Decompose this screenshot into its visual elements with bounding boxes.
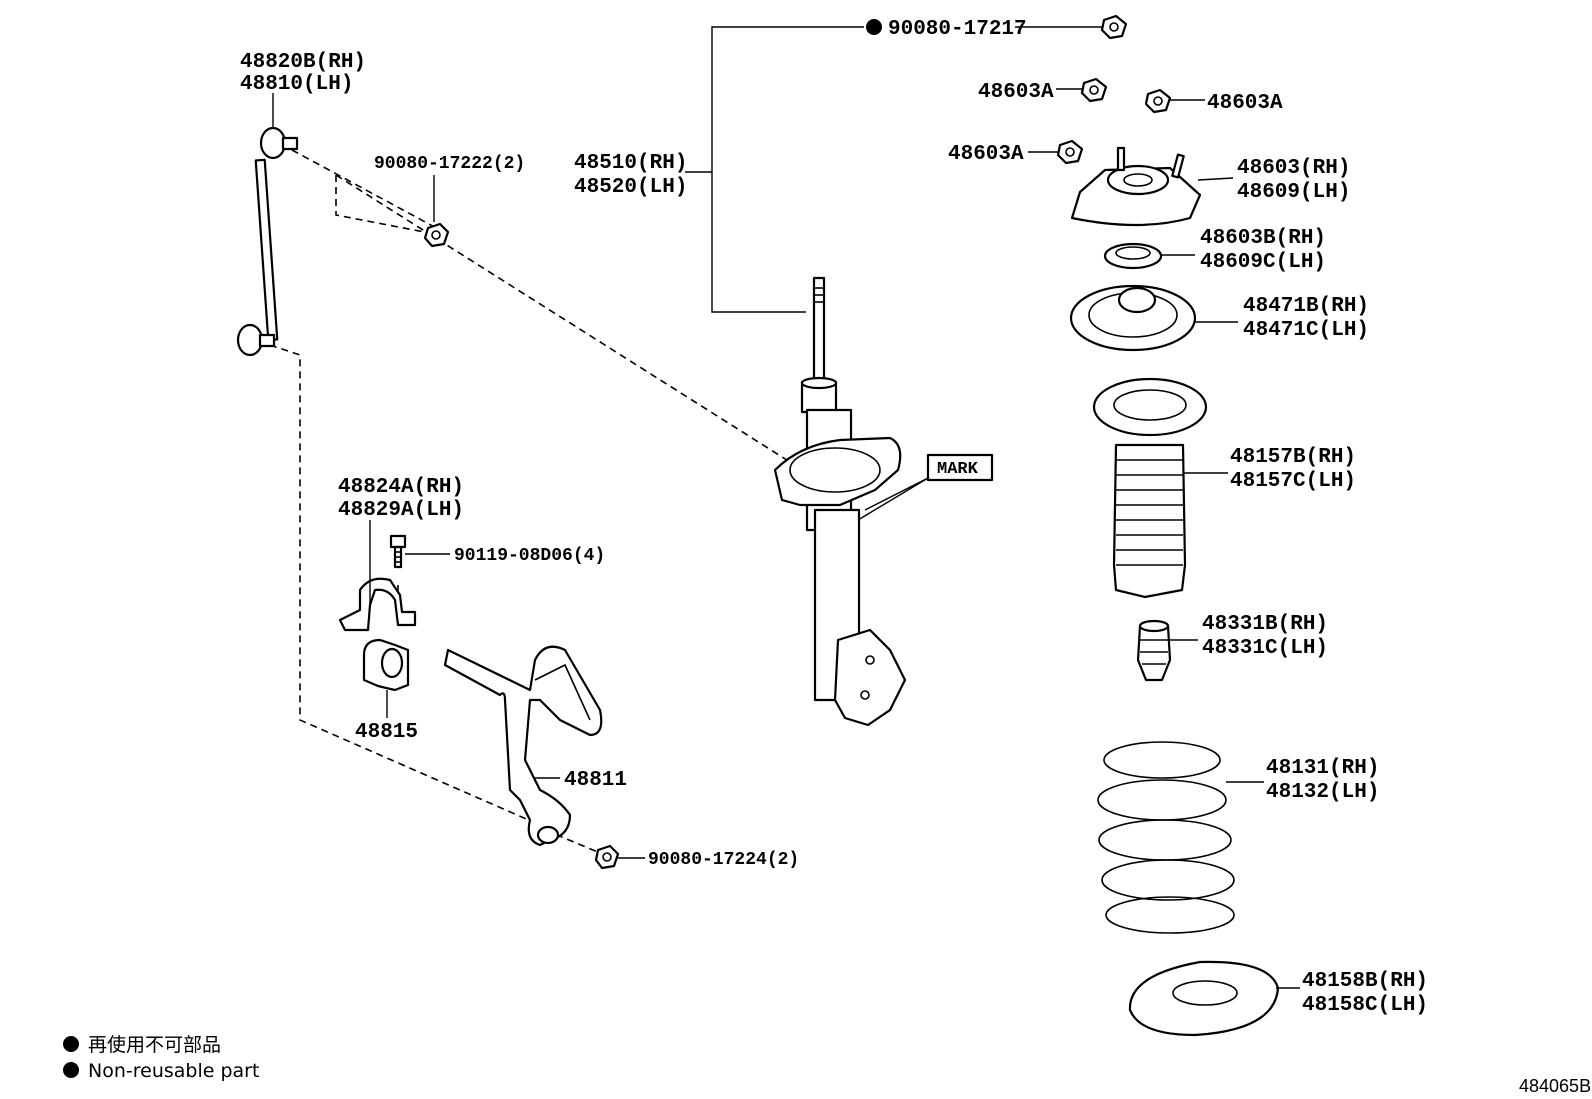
label-48603B-rh: 48603B(RH) <box>1200 227 1326 250</box>
bushing-bracket <box>338 577 417 632</box>
figure-code: 484065B <box>1519 1076 1591 1096</box>
label-48331C-lh: 48331C(LH) <box>1202 637 1328 660</box>
nut-48603A-2 <box>1144 88 1172 114</box>
label-48131-rh: 48131(RH) <box>1266 757 1379 780</box>
label-48471B-rh: 48471B(RH) <box>1243 295 1369 318</box>
label-90080-17222: 90080-17222(2) <box>374 154 525 174</box>
coil-spring <box>1097 741 1235 934</box>
bearing <box>1103 242 1163 270</box>
label-48603A-3: 48603A <box>948 143 1024 166</box>
legend-line-english: Non-reusable part <box>88 1060 259 1082</box>
label-48132-lh: 48132(LH) <box>1266 781 1379 804</box>
label-48829A-lh: 48829A(LH) <box>338 499 464 522</box>
nut-48603A-3 <box>1056 139 1084 165</box>
label-48820B-rh: 48820B(RH) <box>240 51 366 74</box>
label-48815: 48815 <box>355 721 418 744</box>
label-90119-08D06: 90119-08D06(4) <box>454 546 605 566</box>
spring-lower-insulator <box>1128 960 1280 1037</box>
label-48520-lh: 48520(LH) <box>574 176 687 199</box>
nut-90080-17217 <box>1100 14 1128 40</box>
label-48810-lh: 48810(LH) <box>240 73 353 96</box>
label-48824A-rh: 48824A(RH) <box>338 476 464 499</box>
mark-label: MARK <box>937 460 979 479</box>
stabilizer-bushing <box>362 638 410 692</box>
shock-absorber <box>773 276 907 727</box>
bolt-90119-08D06 <box>389 534 407 569</box>
nut-48603A-1 <box>1080 77 1108 103</box>
legend: 再使用不可部品 Non-reusable part <box>63 1034 259 1082</box>
nut-90080-17222 <box>423 222 450 248</box>
label-48609C-lh: 48609C(LH) <box>1200 251 1326 274</box>
non-reusable-marker-dot <box>866 19 882 35</box>
legend-dot-1 <box>63 1036 79 1052</box>
legend-line-japanese: 再使用不可部品 <box>88 1034 221 1056</box>
strut-support-mount <box>1070 146 1202 227</box>
bump-stopper <box>1136 619 1172 682</box>
label-90080-17217: 90080-17217 <box>888 18 1027 41</box>
legend-dot-2 <box>63 1062 79 1078</box>
label-48510-rh: 48510(RH) <box>574 152 687 175</box>
mark-callout <box>857 453 994 521</box>
nut-90080-17224 <box>594 844 620 870</box>
label-48158B-rh: 48158B(RH) <box>1302 970 1428 993</box>
label-48471C-lh: 48471C(LH) <box>1243 319 1369 342</box>
label-48609-lh: 48609(LH) <box>1237 181 1350 204</box>
stabilizer-link <box>236 126 299 357</box>
dust-boot <box>1092 377 1208 599</box>
stabilizer-bar <box>443 645 603 847</box>
label-48603A-1: 48603A <box>978 81 1054 104</box>
label-48158C-lh: 48158C(LH) <box>1302 994 1428 1017</box>
assembly-dashed-lines <box>269 149 791 856</box>
label-48331B-rh: 48331B(RH) <box>1202 613 1328 636</box>
label-48811: 48811 <box>564 769 627 792</box>
label-48603-rh: 48603(RH) <box>1237 157 1350 180</box>
label-48603A-2: 48603A <box>1207 92 1283 115</box>
label-90080-17224: 90080-17224(2) <box>648 850 799 870</box>
spring-upper-seat <box>1069 284 1197 352</box>
part-labels: 90080-17217 48603A 48603A 48603A 48603(R… <box>240 18 1428 1017</box>
label-48157B-rh: 48157B(RH) <box>1230 446 1356 469</box>
label-48157C-lh: 48157C(LH) <box>1230 470 1356 493</box>
leader-lines <box>272 26 1300 989</box>
